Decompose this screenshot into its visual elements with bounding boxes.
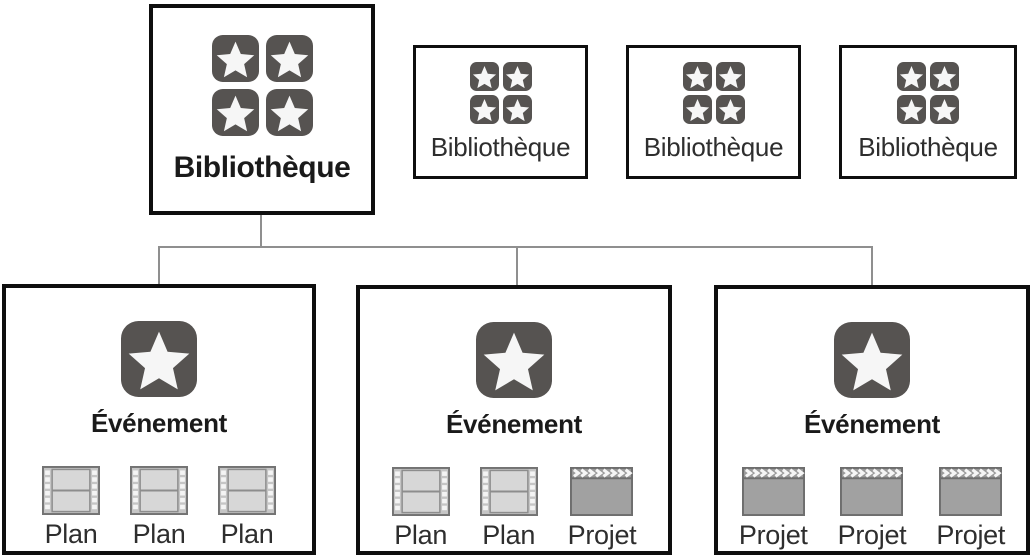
event-box-2: Événement Plan xyxy=(356,285,672,555)
main-library-box: Bibliothèque xyxy=(149,4,375,215)
library-label: Bibliothèque xyxy=(858,131,998,162)
film-strip-icon xyxy=(130,466,188,515)
project-item: Projet xyxy=(838,467,907,551)
event-label: Événement xyxy=(803,409,941,439)
star-icon xyxy=(682,61,712,91)
clip-item: Plan xyxy=(391,467,450,551)
clip-label: Plan xyxy=(220,519,274,549)
clapperboard-icon xyxy=(939,467,1003,516)
star-icon xyxy=(502,61,532,91)
library-box-3: Bibliothèque xyxy=(626,45,801,179)
star-icon xyxy=(469,61,499,91)
library-stars-icon xyxy=(897,61,959,124)
connector-line-event-2 xyxy=(516,246,518,286)
project-item: Projet xyxy=(936,467,1005,551)
event-box-1: Événement Plan xyxy=(2,284,316,555)
library-box-4: Bibliothèque xyxy=(839,45,1017,179)
event-box-3: Événement Projet Projet xyxy=(714,285,1030,555)
star-icon xyxy=(834,322,910,398)
event-label: Événement xyxy=(445,409,583,439)
project-label: Projet xyxy=(738,520,808,550)
event-items: Plan Plan xyxy=(42,466,276,550)
project-item: Projet xyxy=(568,467,637,551)
library-stars-icon xyxy=(682,61,745,124)
clapperboard-icon xyxy=(840,467,904,516)
clip-label: Plan xyxy=(132,519,186,549)
clip-item: Plan xyxy=(42,466,100,550)
film-strip-icon xyxy=(479,467,538,516)
clip-item: Plan xyxy=(479,467,538,551)
star-icon xyxy=(897,61,926,91)
film-strip-icon xyxy=(218,466,276,515)
project-label: Projet xyxy=(567,520,637,550)
library-stars-icon xyxy=(469,61,532,124)
star-icon xyxy=(265,34,313,82)
clip-label: Plan xyxy=(44,519,98,549)
star-icon xyxy=(715,94,745,124)
clapperboard-icon xyxy=(570,467,634,516)
star-icon xyxy=(930,61,959,91)
event-label: Événement xyxy=(90,408,228,438)
library-stars-icon xyxy=(211,34,313,136)
star-icon xyxy=(682,94,712,124)
connector-line-event-3 xyxy=(871,246,873,286)
event-items: Plan Plan xyxy=(391,467,637,551)
star-icon xyxy=(211,88,259,136)
connector-line-event-1 xyxy=(158,246,160,285)
clip-item: Plan xyxy=(218,466,276,550)
clapperboard-icon xyxy=(741,467,805,516)
film-strip-icon xyxy=(391,467,450,516)
event-items: Projet Projet Projet xyxy=(739,467,1005,551)
library-box-2: Bibliothèque xyxy=(413,45,588,179)
clip-label: Plan xyxy=(482,520,536,550)
clip-label: Plan xyxy=(394,520,448,550)
project-label: Projet xyxy=(936,520,1006,550)
main-library-label: Bibliothèque xyxy=(173,150,351,184)
star-icon xyxy=(476,322,552,398)
project-label: Projet xyxy=(837,520,907,550)
star-icon xyxy=(502,94,532,124)
star-icon xyxy=(897,94,926,124)
library-label: Bibliothèque xyxy=(643,131,784,162)
star-icon xyxy=(121,321,197,397)
star-icon xyxy=(265,88,313,136)
star-icon xyxy=(469,94,499,124)
star-icon xyxy=(211,34,259,82)
film-strip-icon xyxy=(42,466,100,515)
clip-item: Plan xyxy=(130,466,188,550)
star-icon xyxy=(930,94,959,124)
library-label: Bibliothèque xyxy=(430,131,571,162)
connector-line-main xyxy=(260,215,262,247)
star-icon xyxy=(715,61,745,91)
connector-line-horizontal xyxy=(158,246,873,248)
project-item: Projet xyxy=(739,467,808,551)
